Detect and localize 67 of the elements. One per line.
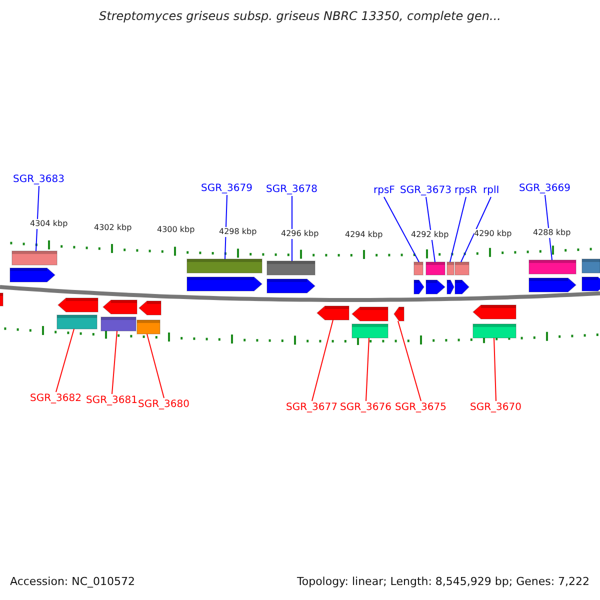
gene-block	[138, 300, 162, 316]
gene-label: SGR_3680	[138, 398, 190, 411]
gene-label: SGR_3670	[470, 401, 522, 414]
gene-bar	[446, 262, 454, 276]
scale-label: 4298 kbp	[219, 227, 257, 237]
gene-block	[316, 306, 350, 320]
leader-line	[312, 320, 334, 402]
gene-label: SGR_3676	[340, 401, 392, 414]
scale-label: 4294 kbp	[345, 230, 383, 240]
gene-label: SGR_3677	[286, 401, 338, 414]
gene-label: SGR_3683	[13, 173, 64, 186]
gene-bar	[528, 260, 576, 274]
leader-line	[112, 330, 118, 394]
gene-label: rplI	[483, 184, 500, 197]
gene-label: SGR_3673	[400, 184, 452, 197]
gene-block	[266, 278, 316, 294]
gene-block	[582, 276, 600, 292]
scale-label: 4296 kbp	[281, 229, 319, 239]
gene-block	[472, 304, 516, 320]
gene-block	[102, 300, 138, 314]
scale-label: 4300 kbp	[157, 225, 195, 235]
gene-block	[10, 268, 56, 282]
gene-block	[57, 298, 98, 312]
gene-bar	[100, 316, 136, 332]
gene-block	[446, 280, 455, 294]
accession-text: Accession: NC_010572	[10, 575, 136, 588]
gene-label: rpsF	[374, 184, 395, 197]
gene-label: SGR_3681	[86, 394, 138, 407]
gene-bar	[136, 320, 160, 334]
gene-bar	[472, 324, 516, 338]
gene-label: SGR_3669	[519, 182, 570, 195]
gene-block	[528, 278, 577, 292]
leader-line	[146, 334, 164, 398]
leader-line	[56, 328, 74, 392]
leader-line	[450, 196, 466, 262]
gene-label: SGR_3678	[266, 183, 318, 196]
scale-label: 4304 kbp	[30, 219, 68, 229]
gene-bar	[454, 262, 470, 276]
gene-bar	[186, 258, 262, 274]
gene-bar	[266, 260, 316, 276]
gene-block	[414, 280, 425, 294]
leader-line	[366, 338, 370, 402]
gene-bar	[414, 262, 424, 276]
gene-bar	[12, 250, 58, 266]
scale-label: 4302 kbp	[94, 223, 132, 233]
gene-label: SGR_3679	[201, 182, 252, 195]
gene-bar	[582, 258, 600, 274]
gene-block	[393, 306, 404, 322]
gene-bar	[56, 314, 98, 330]
scale-label: 4292 kbp	[411, 230, 449, 240]
chart-title: Streptomyces griseus subsp. griseus NBRC 13350, complete gen...	[99, 10, 501, 23]
gene-block	[351, 306, 388, 322]
gene-bar	[426, 262, 446, 276]
gene-block	[454, 280, 470, 294]
leader-line	[398, 320, 422, 402]
gene-label: SGR_3675	[395, 401, 446, 414]
gene-bar	[0, 292, 4, 306]
scale-label: 4288 kbp	[533, 228, 571, 238]
gene-block	[186, 276, 263, 292]
leader-line	[494, 338, 496, 402]
leader-line	[384, 196, 420, 262]
summary-text: Topology: linear; Length: 8,545,929 bp; Genes: 7,222	[297, 575, 590, 588]
gene-label: SGR_3682	[30, 392, 82, 405]
scale-label: 4290 kbp	[474, 229, 512, 239]
gene-label: rpsR	[454, 184, 478, 197]
gene-bar	[352, 324, 388, 338]
leader-line	[460, 196, 492, 262]
